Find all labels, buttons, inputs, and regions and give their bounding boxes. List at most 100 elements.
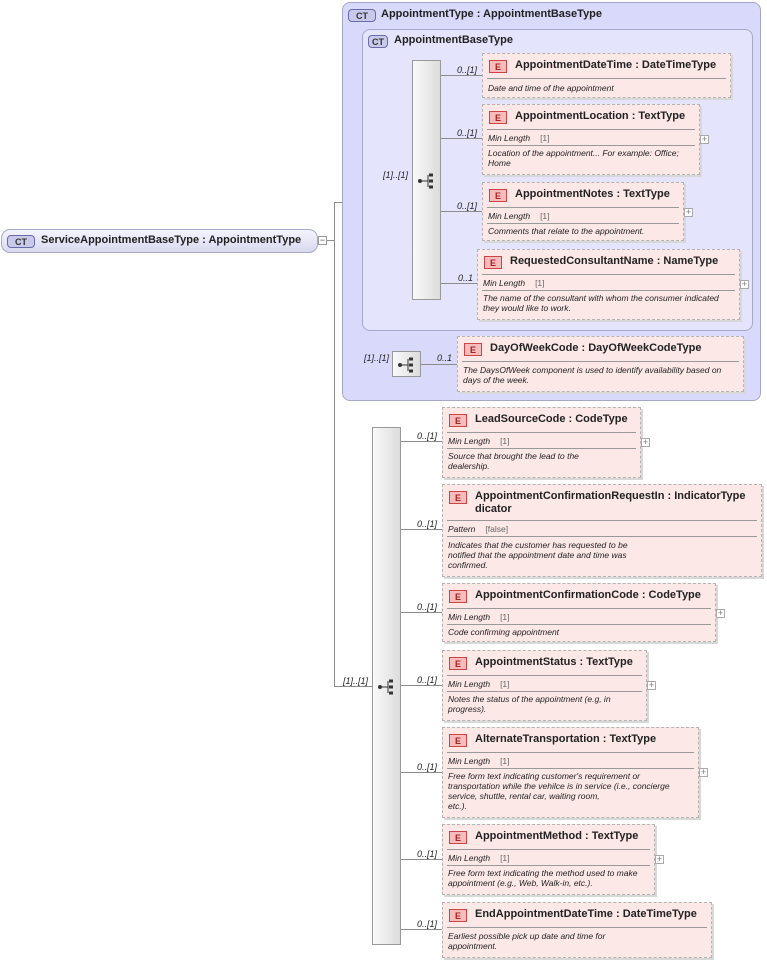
element-appointment-confirmation-request-indicator[interactable]: E AppointmentConfirmationRequestIn : Ind… [442, 484, 762, 577]
complex-type-icon: CT [348, 9, 376, 22]
occurrence-label: [1]..[1] [343, 676, 369, 686]
element-icon: E [449, 831, 467, 844]
occurrence-label: 0..[1] [457, 65, 478, 75]
element-alternate-transportation[interactable]: E AlternateTransportation : TextType Min… [442, 727, 699, 818]
root-complex-type[interactable]: CT ServiceAppointmentBaseType : Appointm… [1, 229, 318, 253]
facet-row: Min Length[1] [448, 756, 510, 766]
element-connector [401, 529, 442, 530]
expand-icon[interactable]: + [655, 854, 664, 864]
facet-row: Min Length[1] [448, 679, 510, 689]
element-icon: E [489, 111, 507, 124]
connector-to-outer-ct [334, 202, 343, 203]
sequence-icon [398, 357, 413, 373]
element-requested-consultant-name[interactable]: E RequestedConsultantName : NameType Min… [477, 249, 740, 320]
element-icon: E [449, 734, 467, 747]
element-documentation: Indicates that the customer has requeste… [448, 540, 628, 570]
element-name: AppointmentMethod : TextType [475, 830, 639, 842]
expand-icon[interactable]: + [716, 608, 725, 618]
element-icon: E [449, 414, 467, 427]
appointment-base-type-label: AppointmentBaseType [394, 34, 513, 46]
element-icon: E [489, 60, 507, 73]
appointment-type-label: AppointmentType : AppointmentBaseType [381, 8, 603, 20]
element-documentation: Free form text indicating the method use… [448, 868, 638, 888]
facet-row: Min Length[1] [448, 612, 510, 622]
element-icon: E [464, 343, 482, 356]
element-documentation: Free form text indicating customer's req… [448, 771, 670, 811]
element-documentation: Comments that relate to the appointment. [488, 226, 645, 236]
element-documentation: Date and time of the appointment [488, 83, 614, 93]
occurrence-label: 0..[1] [417, 849, 438, 859]
element-name: AlternateTransportation : TextType [475, 733, 657, 745]
element-documentation: Location of the appointment... For examp… [488, 148, 679, 168]
element-connector [441, 138, 482, 139]
element-end-appointment-date-time[interactable]: E EndAppointmentDateTime : DateTimeType … [442, 902, 712, 958]
expand-icon[interactable]: + [740, 279, 749, 289]
element-icon: E [484, 256, 502, 269]
element-connector [421, 364, 457, 365]
element-icon: E [449, 590, 467, 603]
occurrence-label: [1]..[1] [383, 170, 409, 180]
element-name: AppointmentStatus : TextType [475, 656, 633, 668]
element-appointment-confirmation-code[interactable]: E AppointmentConfirmationCode : CodeType… [442, 583, 716, 642]
element-name: AppointmentNotes : TextType [515, 188, 670, 200]
sequence-compositor-day[interactable] [392, 351, 421, 377]
element-day-of-week-code[interactable]: E DayOfWeekCode : DayOfWeekCodeType The … [457, 336, 744, 392]
expand-icon[interactable]: + [641, 437, 650, 447]
element-connector [401, 772, 442, 773]
sequence-compositor-inner[interactable] [412, 60, 441, 300]
facet-row: Min Length[1] [483, 278, 545, 288]
occurrence-label: 0..1 [437, 353, 453, 363]
occurrence-label: 0..[1] [417, 602, 438, 612]
element-connector [401, 859, 442, 860]
element-name: DayOfWeekCode : DayOfWeekCodeType [490, 342, 702, 354]
element-appointment-method[interactable]: E AppointmentMethod : TextType Min Lengt… [442, 824, 655, 895]
element-name: AppointmentLocation : TextType [515, 110, 686, 122]
element-connector [441, 211, 482, 212]
occurrence-label: 0..[1] [457, 128, 478, 138]
expand-icon[interactable]: + [647, 680, 656, 690]
occurrence-label: 0..[1] [417, 431, 438, 441]
expand-icon[interactable]: + [700, 134, 709, 144]
occurrence-label: 0..[1] [417, 762, 438, 772]
element-connector [441, 283, 477, 284]
element-connector [441, 75, 482, 76]
element-appointment-date-time[interactable]: E AppointmentDateTime : DateTimeType Dat… [482, 53, 731, 98]
root-type-label: ServiceAppointmentBaseType : Appointment… [41, 234, 302, 246]
element-documentation: Earliest possible pick up date and time … [448, 931, 606, 951]
facet-row: Pattern[false] [448, 524, 509, 534]
facet-row: Min Length[1] [448, 853, 510, 863]
collapse-icon[interactable]: − [318, 235, 327, 245]
complex-type-icon: CT [368, 35, 388, 48]
connector-trunk [334, 202, 335, 686]
expand-icon[interactable]: + [699, 767, 708, 777]
element-appointment-status[interactable]: E AppointmentStatus : TextType Min Lengt… [442, 650, 647, 721]
facet-row: Min Length[1] [448, 436, 510, 446]
sequence-compositor-main[interactable] [372, 427, 401, 945]
element-lead-source-code[interactable]: E LeadSourceCode : CodeType Min Length[1… [442, 407, 641, 478]
element-documentation: Source that brought the lead to the deal… [448, 451, 579, 471]
element-connector [401, 441, 442, 442]
element-icon: E [489, 189, 507, 202]
expand-icon[interactable]: + [684, 207, 693, 217]
facet-row: Min Length[1] [488, 133, 550, 143]
occurrence-label: 0..1 [458, 273, 474, 283]
element-icon: E [449, 491, 467, 504]
element-connector [401, 929, 442, 930]
element-icon: E [449, 657, 467, 670]
element-appointment-location[interactable]: E AppointmentLocation : TextType Min Len… [482, 104, 700, 175]
element-name: AppointmentDateTime : DateTimeType [515, 59, 717, 71]
occurrence-label: 0..[1] [457, 201, 478, 211]
occurrence-label: 0..[1] [417, 919, 438, 929]
complex-type-icon: CT [7, 235, 35, 248]
element-connector [401, 685, 442, 686]
element-name: EndAppointmentDateTime : DateTimeType [475, 908, 697, 920]
occurrence-label: [1]..[1] [364, 353, 390, 363]
connector-root [327, 240, 334, 241]
element-documentation: The name of the consultant with whom the… [483, 293, 719, 313]
element-connector [401, 612, 442, 613]
facet-row: Min Length[1] [488, 211, 550, 221]
element-name: AppointmentConfirmationCode : CodeType [475, 589, 701, 601]
element-appointment-notes[interactable]: E AppointmentNotes : TextType Min Length… [482, 182, 684, 241]
element-documentation: Notes the status of the appointment (e.g… [448, 694, 611, 714]
occurrence-label: 0..[1] [417, 675, 438, 685]
